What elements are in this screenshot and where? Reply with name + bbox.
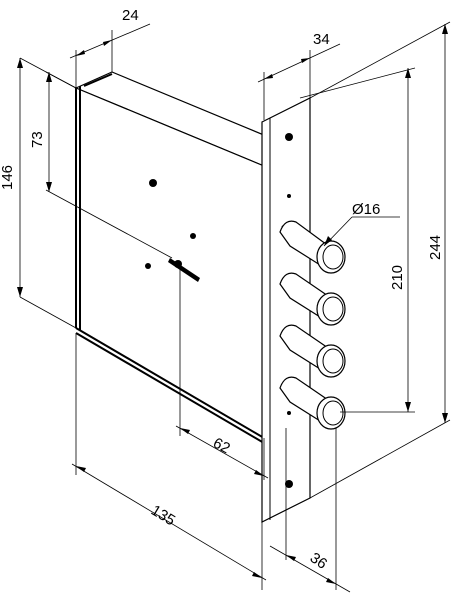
dim-16-label: 16 <box>364 201 381 218</box>
keyhole <box>168 258 200 282</box>
dim-210-label: 210 <box>389 265 406 290</box>
dimension-plate-height: 244 <box>309 21 451 499</box>
body-screw-hole <box>149 179 157 187</box>
dim-244-label: 244 <box>427 235 444 260</box>
lock-body <box>74 71 302 444</box>
dimension-half-height: 73 <box>29 71 173 259</box>
bolt <box>279 376 346 430</box>
bolt <box>279 324 346 378</box>
plate-small-hole <box>287 194 291 198</box>
dim-24-label: 24 <box>122 7 139 24</box>
plate-small-hole <box>287 411 291 415</box>
dimension-plate-width: 34 <box>257 31 341 120</box>
dimension-bolt-projection: 36 <box>269 428 351 593</box>
svg-text:Ø16: Ø16 <box>352 201 380 218</box>
dim-34-label: 34 <box>313 31 330 48</box>
dimension-bolt-span: 210 <box>299 67 416 413</box>
body-screw-hole <box>145 263 151 269</box>
dim-73-label: 73 <box>29 131 46 148</box>
dim-36-label: 36 <box>307 549 330 572</box>
diameter-symbol: Ø <box>352 201 364 218</box>
plate-screw-hole <box>285 480 293 488</box>
dimension-body-height: 146 <box>0 57 77 329</box>
plate-screw-hole <box>285 133 293 141</box>
dimension-bolt-diameter: Ø16 <box>323 201 400 247</box>
dim-146-label: 146 <box>0 165 16 190</box>
dimension-depth: 24 <box>69 7 151 88</box>
dim-62-label: 62 <box>210 435 233 458</box>
bolt <box>279 220 346 274</box>
bolt <box>279 272 346 326</box>
body-screw-hole <box>190 233 196 239</box>
dimension-backset: 62 <box>175 268 269 480</box>
